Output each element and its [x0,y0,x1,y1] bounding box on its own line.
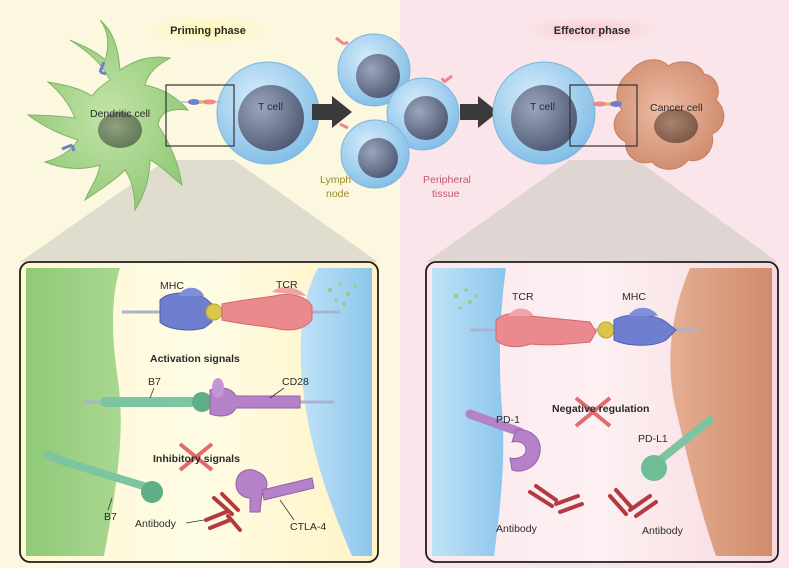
arrow-to-tissue [460,96,498,128]
dendritic-membrane [26,268,121,556]
tcr-label-left: TCR [276,279,298,291]
right-zoom-funnel [426,160,778,262]
effector-phase-title: Effector phase [554,25,630,37]
pd1-label: PD-1 [496,414,520,426]
priming-glow [140,16,276,44]
t-cell-left [216,61,320,165]
dendritic-nucleus [98,112,142,148]
antibody-right-1 [528,484,584,514]
t-cell-right [492,61,596,165]
t-cell-membrane [300,268,372,556]
negative-x-mark [574,396,612,428]
arrow-to-lymph [312,96,352,128]
left-synapse-mini [178,99,222,105]
effector-glow [522,16,662,44]
antibody-label-left: Antibody [135,518,177,530]
dendritic-cell [26,19,190,212]
proliferating-t-cells [335,33,460,189]
b7-top-label: B7 [148,376,161,388]
inhibitory-signals-label: Inhibitory signals [153,453,240,465]
right-detail-panel: TCR MHC Negative regulation PD-1 PD-L1 A… [425,261,779,563]
antibody-left [204,492,242,532]
priming-phase-title: Priming phase [170,25,246,37]
ctla4-receptor [235,469,315,513]
antibody-right-2 [608,488,658,518]
cytokine-dots-left [328,282,357,306]
tcr-label-right: TCR [512,291,534,303]
b7-bottom-label: B7 [104,511,117,523]
left-detail-panel: MHC TCR Activation signals B7 CD28 Inhib… [19,261,379,563]
activation-signals-label: Activation signals [150,353,240,365]
right-panel-border [425,261,779,563]
peripheral-tissue-label-line1: Peripheral [423,174,471,186]
mhc-label-left: MHC [160,280,184,292]
pd1-receptor [465,409,541,472]
mhc-label-right: MHC [622,291,646,303]
cytokine-dots-right [454,288,478,310]
cancer-cell [613,59,725,170]
cancer-cell-label: Cancer cell [650,102,703,114]
t-cell-left-nucleus [238,85,304,151]
pdl1-ligand [641,416,714,481]
b7-lower [44,451,163,503]
t-cell-right-label: T cell [530,101,555,113]
lymph-node-label-line2: node [326,188,350,200]
right-zoom-box [569,84,638,147]
antibody-label-right-1: Antibody [496,523,538,535]
tcr-mhc-complex-right [470,307,700,348]
cd28-label: CD28 [282,376,309,388]
antibody-label-right-2: Antibody [642,525,684,537]
t-cell-left-label: T cell [258,101,283,113]
negative-regulation-label: Negative regulation [552,403,649,415]
left-zoom-box [165,84,235,147]
peripheral-tissue-label-line2: tissue [432,188,460,200]
dendritic-cell-label: Dendritic cell [90,108,150,120]
b7-cd28-complex [84,378,334,417]
lymph-node-label-line1: Lymph [320,174,351,186]
left-zoom-funnel [20,160,378,262]
right-synapse-mini [582,101,628,107]
pdl1-label: PD-L1 [638,433,668,445]
ctla4-label: CTLA-4 [290,521,326,533]
cancer-membrane [670,268,772,556]
mhc-tcr-complex-left [122,287,340,331]
inhibitory-x-mark [178,442,214,472]
left-panel-border [19,261,379,563]
cancer-nucleus [654,109,698,143]
